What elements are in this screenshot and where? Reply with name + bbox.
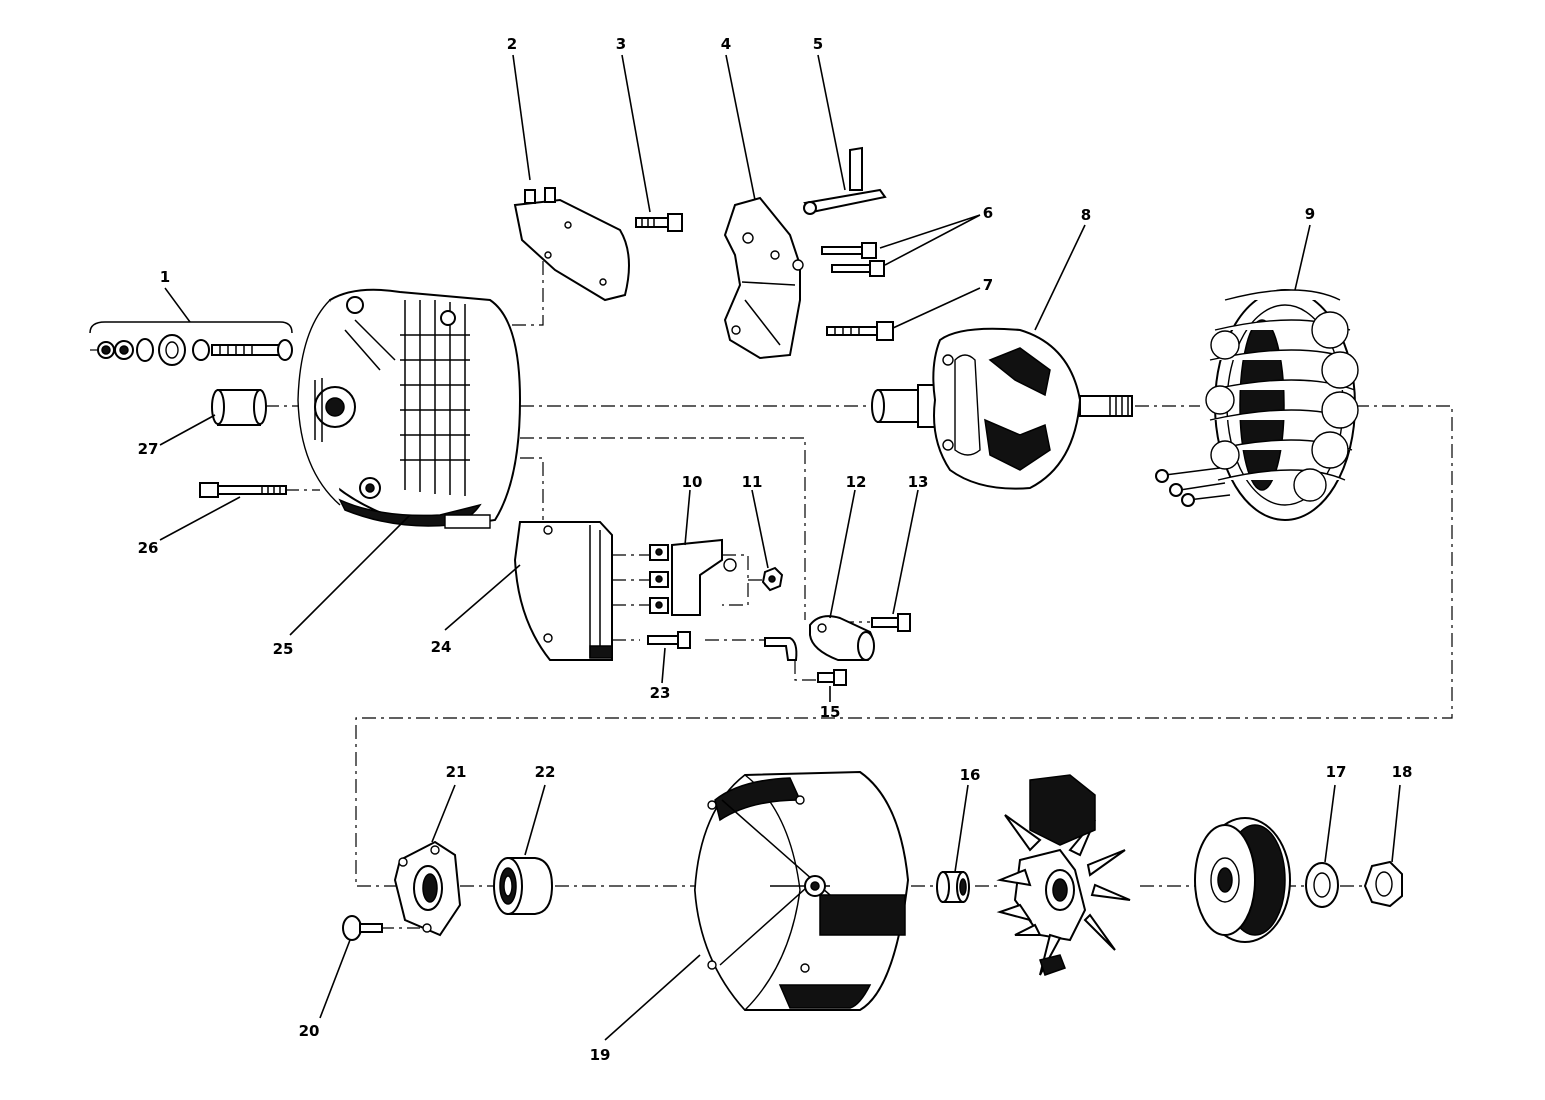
callout-8: 8	[1081, 206, 1091, 224]
part-7-screw	[826, 321, 894, 341]
callout-15: 15	[820, 703, 841, 721]
callout-12: 12	[846, 473, 867, 491]
part-25-slip-ring-end-housing	[297, 288, 522, 529]
part-27-bearing-cap	[211, 389, 267, 426]
callout-27: 27	[138, 440, 159, 458]
part-22-bearing	[493, 857, 554, 915]
part-13-screw	[871, 613, 911, 632]
part-11-nut	[761, 566, 784, 592]
callout-labels: 1 2 3 4 5 6 7 8 9 10 11 12 13 15 16 17 1…	[138, 35, 1413, 1064]
part-24-rectifier-cover	[513, 521, 613, 661]
callout-11: 11	[742, 473, 763, 491]
part-15-screw	[817, 669, 847, 686]
callout-20: 20	[299, 1022, 320, 1040]
part-16-spacer	[936, 871, 970, 903]
callout-23: 23	[650, 684, 671, 702]
callout-13: 13	[908, 473, 929, 491]
callout-2: 2	[507, 35, 517, 53]
part-19-drive-end-housing	[693, 770, 910, 1012]
callout-5: 5	[813, 35, 823, 53]
part-9-stator	[1155, 289, 1359, 521]
part-pulley	[1194, 817, 1291, 943]
part-20-screw	[342, 915, 383, 941]
callout-16: 16	[960, 766, 981, 784]
callout-4: 4	[721, 35, 731, 53]
callout-24: 24	[431, 638, 452, 656]
part-5-terminal-strap	[803, 146, 887, 215]
callout-17: 17	[1326, 763, 1347, 781]
part-2-bracket-plate	[513, 187, 630, 302]
part-17-washer	[1305, 862, 1339, 908]
part-4-bracket	[723, 196, 804, 360]
part-12-capacitor	[764, 615, 875, 661]
callout-9: 9	[1305, 205, 1315, 223]
callout-6: 6	[983, 204, 993, 222]
callout-18: 18	[1392, 763, 1413, 781]
part-10-brush-holder	[649, 538, 737, 616]
callout-10: 10	[682, 473, 703, 491]
callout-22: 22	[535, 763, 556, 781]
part-3-screw	[635, 213, 683, 232]
callout-1: 1	[160, 268, 170, 286]
part-23-screw	[647, 631, 691, 649]
leader-lines	[159, 54, 1401, 1041]
part-fan	[996, 774, 1131, 976]
part-1-bolt-washer-set	[89, 287, 293, 366]
callout-21: 21	[446, 763, 467, 781]
callout-3: 3	[616, 35, 626, 53]
part-6-screws	[821, 242, 885, 277]
part-8-rotor	[871, 327, 1133, 490]
callout-25: 25	[273, 640, 294, 658]
part-18-nut	[1363, 860, 1403, 908]
callout-19: 19	[590, 1046, 611, 1064]
part-21-retainer-plate	[393, 840, 462, 937]
callout-26: 26	[138, 539, 159, 557]
part-26-bolt	[199, 482, 287, 498]
callout-7: 7	[983, 276, 993, 294]
